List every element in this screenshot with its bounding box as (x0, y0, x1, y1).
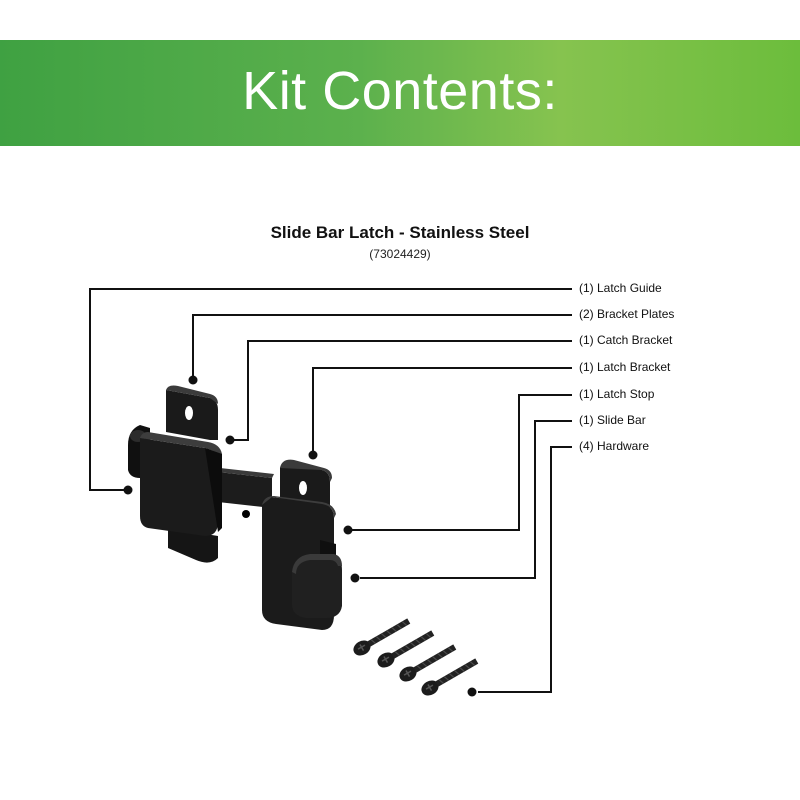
label-latch-bracket: (1) Latch Bracket (579, 360, 671, 374)
leader-catch-bracket (232, 340, 572, 441)
product-title: Slide Bar Latch - Stainless Steel (270, 223, 530, 242)
leader-bracket-plates (192, 314, 572, 380)
label-bracket-plates: (2) Bracket Plates (579, 307, 675, 321)
hardware-screws (353, 618, 479, 696)
latch-guide-part (128, 425, 222, 536)
label-latch-guide: (1) Latch Guide (579, 281, 662, 295)
label-latch-stop: (1) Latch Stop (579, 387, 655, 401)
callout-dots (123, 375, 477, 697)
label-slide-bar: (1) Slide Bar (579, 413, 646, 427)
header-banner: Kit Contents: (0, 40, 800, 146)
label-hardware: (4) Hardware (579, 439, 650, 453)
latch-stop-part (292, 554, 342, 618)
leader-latch-guide (89, 288, 572, 491)
banner-title: Kit Contents: (242, 61, 558, 121)
leader-hardware (478, 446, 572, 693)
callout-lines (89, 288, 572, 693)
label-catch-bracket: (1) Catch Bracket (579, 333, 673, 347)
product-sku: (73024429) (369, 247, 431, 261)
leader-latch-bracket (312, 367, 572, 455)
left-bracket-plate (166, 385, 218, 563)
leader-latch-stop (352, 394, 572, 531)
leader-slide-bar (360, 420, 572, 579)
